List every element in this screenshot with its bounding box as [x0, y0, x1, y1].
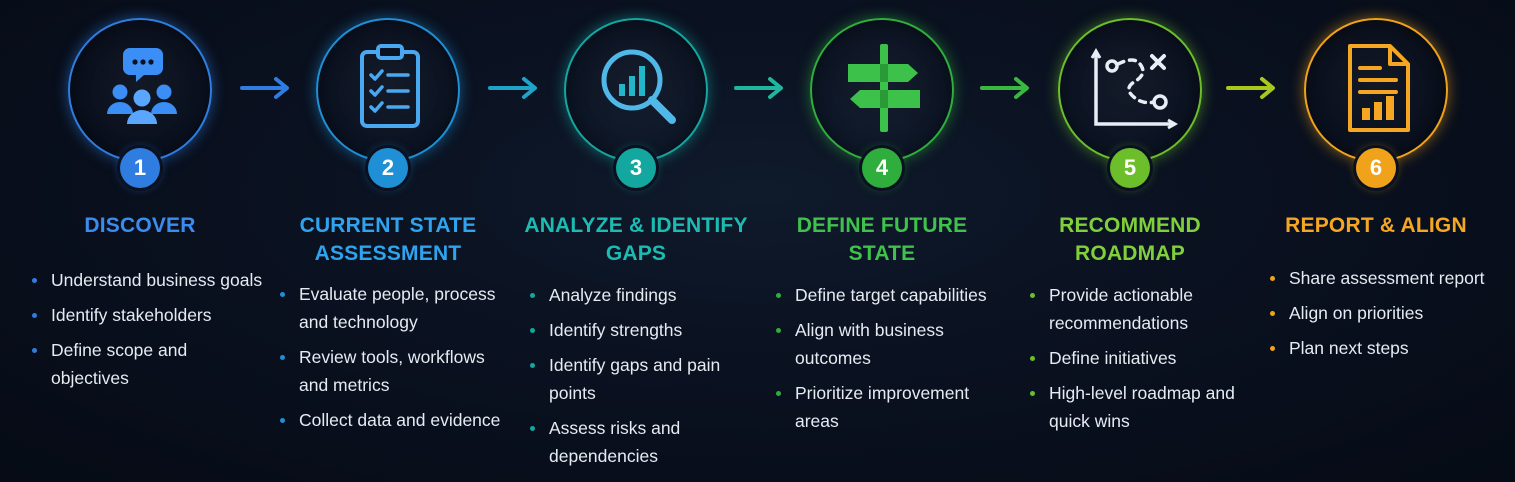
step-4-number-badge: 4: [862, 148, 902, 188]
step-define-future-state: 4 DEFINE FUTURE STATE Define target capa…: [758, 0, 1006, 482]
step-1-bullets: Understand business goals Identify stake…: [32, 266, 264, 399]
list-item: Prioritize improvement areas: [776, 379, 1006, 435]
list-item: Evaluate people, process and technology: [280, 280, 512, 336]
step-6-title: REPORT & ALIGN: [1285, 214, 1467, 237]
list-item: Assess risks and dependencies: [530, 414, 760, 470]
arrow-right-icon: [980, 77, 1029, 99]
step-6-number-badge: 6: [1356, 148, 1396, 188]
step-discover: 1 DISCOVER Understand business goals Ide…: [16, 0, 264, 482]
step-3-circle: [564, 18, 708, 162]
step-2-circle: [316, 18, 460, 162]
step-current-state-assessment: 2 CURRENT STATE ASSESSMENT Evaluate peop…: [264, 0, 512, 482]
arrow-right-icon: [240, 77, 289, 99]
list-item: Define initiatives: [1030, 344, 1254, 372]
step-6-circle: [1304, 18, 1448, 162]
step-2-title: CURRENT STATE ASSESSMENT: [299, 214, 477, 265]
step-5-bullets: Provide actionable recommendations Defin…: [1030, 281, 1254, 442]
step-2-bullets: Evaluate people, process and technology …: [280, 280, 512, 441]
step-5-circle: [1058, 18, 1202, 162]
clipboard-checklist-icon: [360, 44, 420, 128]
list-item: Identify gaps and pain points: [530, 351, 760, 407]
step-3-title: ANALYZE & IDENTIFY GAPS: [524, 214, 748, 265]
list-item: Provide actionable recommendations: [1030, 281, 1254, 337]
step-2-number-badge: 2: [368, 148, 408, 188]
report-chart-icon: [1348, 44, 1410, 132]
list-item: Define scope and objectives: [32, 336, 264, 392]
arrow-right-icon: [734, 77, 783, 99]
step-5-title: RECOMMEND ROADMAP: [1059, 214, 1201, 265]
step-4-title: DEFINE FUTURE STATE: [796, 214, 968, 265]
step-1-number-badge: 1: [120, 148, 160, 188]
step-5-number-badge: 5: [1110, 148, 1150, 188]
arrow-right-icon: [488, 77, 537, 99]
step-4-bullets: Define target capabilities Align with bu…: [776, 281, 1006, 442]
list-item: Define target capabilities: [776, 281, 1006, 309]
list-item: Understand business goals: [32, 266, 264, 294]
step-report-align: 6 REPORT & ALIGN Share assessment report…: [1252, 0, 1502, 482]
list-item: Align on priorities: [1270, 299, 1502, 327]
list-item: High-level roadmap and quick wins: [1030, 379, 1254, 435]
list-item: Plan next steps: [1270, 334, 1502, 362]
list-item: Share assessment report: [1270, 264, 1502, 292]
list-item: Align with business outcomes: [776, 316, 1006, 372]
people-chat-icon: [107, 48, 177, 124]
list-item: Identify strengths: [530, 316, 760, 344]
magnifier-chart-icon: [601, 49, 676, 124]
list-item: Collect data and evidence: [280, 406, 512, 434]
list-item: Identify stakeholders: [32, 301, 264, 329]
step-1-circle: [68, 18, 212, 162]
roadmap-path-icon: [1090, 47, 1179, 130]
list-item: Analyze findings: [530, 281, 760, 309]
step-analyze-identify-gaps: 3 ANALYZE & IDENTIFY GAPS Analyze findin…: [512, 0, 760, 482]
step-3-number-badge: 3: [616, 148, 656, 188]
step-recommend-roadmap: 5 RECOMMEND ROADMAP Provide actionable r…: [1006, 0, 1254, 482]
step-1-title: DISCOVER: [84, 214, 196, 237]
step-4-circle: [810, 18, 954, 162]
list-item: Review tools, workflows and metrics: [280, 343, 512, 399]
signpost-icon: [848, 44, 920, 132]
arrow-right-icon: [1226, 77, 1275, 99]
step-3-bullets: Analyze findings Identify strengths Iden…: [530, 281, 760, 477]
step-6-bullets: Share assessment report Align on priorit…: [1270, 264, 1502, 369]
